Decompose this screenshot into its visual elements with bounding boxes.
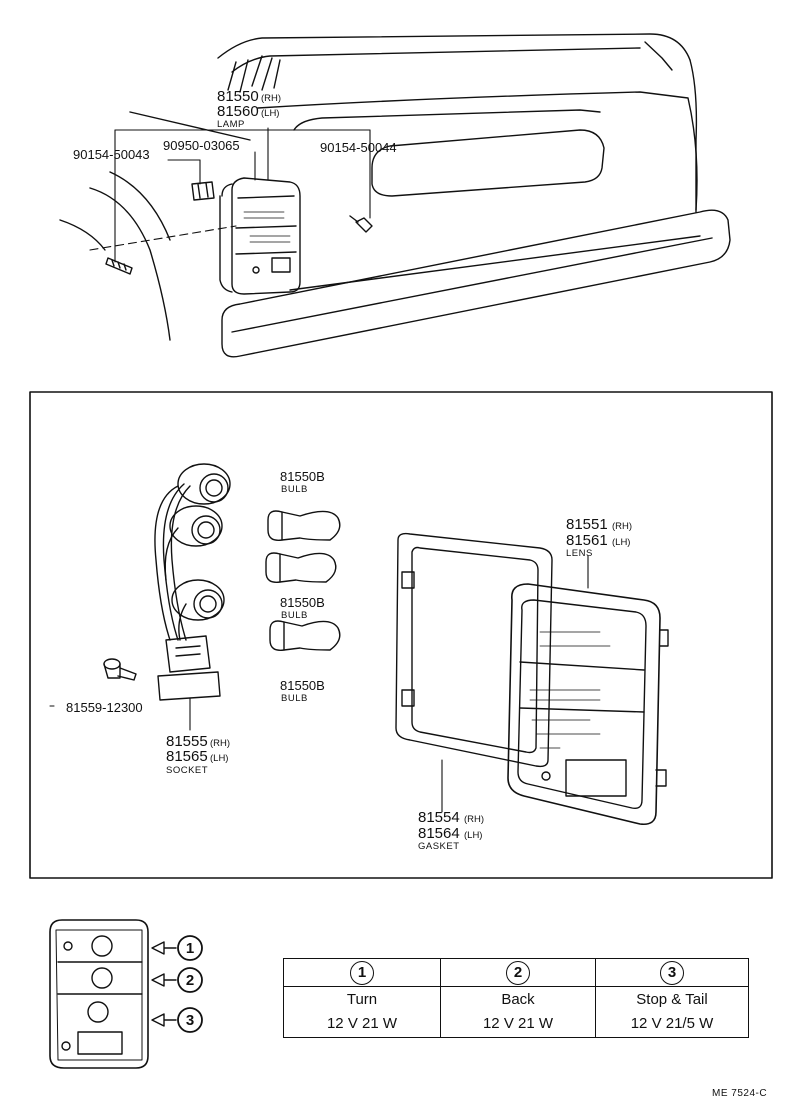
tail-lamp-assembly-illustration — [219, 177, 301, 295]
lens-rh-suffix: (RH) — [612, 521, 632, 532]
socket-screw-illustration — [103, 658, 137, 681]
table-header-1-number: 1 — [350, 960, 374, 985]
table-cell-1: Turn 12 V 21 W — [284, 987, 441, 1037]
vehicle-rear-body — [59, 33, 731, 358]
table-header-3: 3 — [596, 959, 748, 987]
top-leader-lines — [89, 127, 371, 263]
screw-right-number: 90154-50044 — [320, 140, 397, 155]
rating-turn: 12 V 21 W — [326, 1015, 398, 1032]
function-turn: Turn — [346, 991, 378, 1008]
lens-lh-suffix: (LH) — [612, 537, 630, 548]
bulb2-name: BULB — [281, 610, 308, 621]
clip-number: 90950-03065 — [163, 138, 240, 153]
gasket-illustration — [395, 532, 553, 768]
bulb3-number: 81550B — [280, 678, 325, 693]
gasket-lh-number: 81564 — [418, 825, 460, 842]
screw-right-illustration — [349, 215, 373, 233]
lamp-lh-suffix: (LH) — [261, 108, 279, 119]
gasket-rh-suffix: (RH) — [464, 814, 484, 825]
detail-leader-lines — [49, 555, 589, 813]
rating-back: 12 V 21 W — [482, 1015, 554, 1032]
function-back: Back — [501, 991, 535, 1008]
key-marker-1: 1 — [186, 940, 194, 957]
bulb3-name: BULB — [281, 693, 308, 704]
detail-frame — [29, 391, 773, 879]
detail-labels: 81550B BULB 81550B BULB 81550B BULB 8155… — [66, 469, 632, 852]
bulb-illustrations — [265, 510, 341, 651]
bulb-position-key — [49, 919, 203, 1069]
bulb2-number: 81550B — [280, 595, 325, 610]
lamp-rh-suffix: (RH) — [261, 93, 281, 104]
screw-left-number: 90154-50043 — [73, 147, 150, 162]
socket-rh-number: 81555 — [166, 733, 208, 750]
lamp-rh-number: 81550 — [217, 88, 259, 105]
table-header-2: 2 — [441, 959, 596, 987]
socket-harness-illustration — [154, 463, 231, 701]
gasket-lh-suffix: (LH) — [464, 830, 482, 841]
table-header-3-number: 3 — [660, 960, 684, 985]
table-cell-2: Back 12 V 21 W — [441, 987, 596, 1037]
socket-lh-number: 81565 — [166, 748, 208, 765]
bulb1-name: BULB — [281, 484, 308, 495]
gasket-rh-number: 81554 — [418, 809, 460, 826]
key-marker-2: 2 — [186, 972, 194, 989]
screw-left-illustration — [105, 257, 133, 275]
clip-illustration — [191, 181, 215, 201]
socket-screw-number: 81559-12300 — [66, 700, 143, 715]
lamp-lh-number: 81560 — [217, 103, 259, 120]
lens-lh-number: 81561 — [566, 532, 608, 549]
table-header-1: 1 — [284, 959, 441, 987]
drawing-code: ME 7524-C — [712, 1088, 768, 1099]
lens-illustration — [507, 583, 669, 826]
key-marker-3: 3 — [186, 1012, 194, 1029]
socket-rh-suffix: (RH) — [210, 738, 230, 749]
key-marker-labels: 1 2 3 — [186, 940, 194, 1029]
table-header-2-number: 2 — [506, 960, 530, 985]
lens-name: LENS — [566, 548, 593, 559]
function-stop-tail: Stop & Tail — [636, 991, 708, 1008]
top-labels: 81550 (RH) 81560 (LH) LAMP 90950-03065 9… — [73, 88, 397, 162]
socket-lh-suffix: (LH) — [210, 753, 228, 764]
bulb-spec-table: 1 2 3 Turn 12 V 21 W Back 12 V 21 W Stop… — [283, 958, 749, 1038]
socket-name: SOCKET — [166, 765, 208, 776]
lamp-name: LAMP — [217, 119, 245, 130]
gasket-name: GASKET — [418, 841, 460, 852]
bulb1-number: 81550B — [280, 469, 325, 484]
lens-rh-number: 81551 — [566, 516, 608, 533]
rating-stop-tail: 12 V 21/5 W — [630, 1015, 714, 1032]
table-cell-3: Stop & Tail 12 V 21/5 W — [596, 987, 748, 1037]
